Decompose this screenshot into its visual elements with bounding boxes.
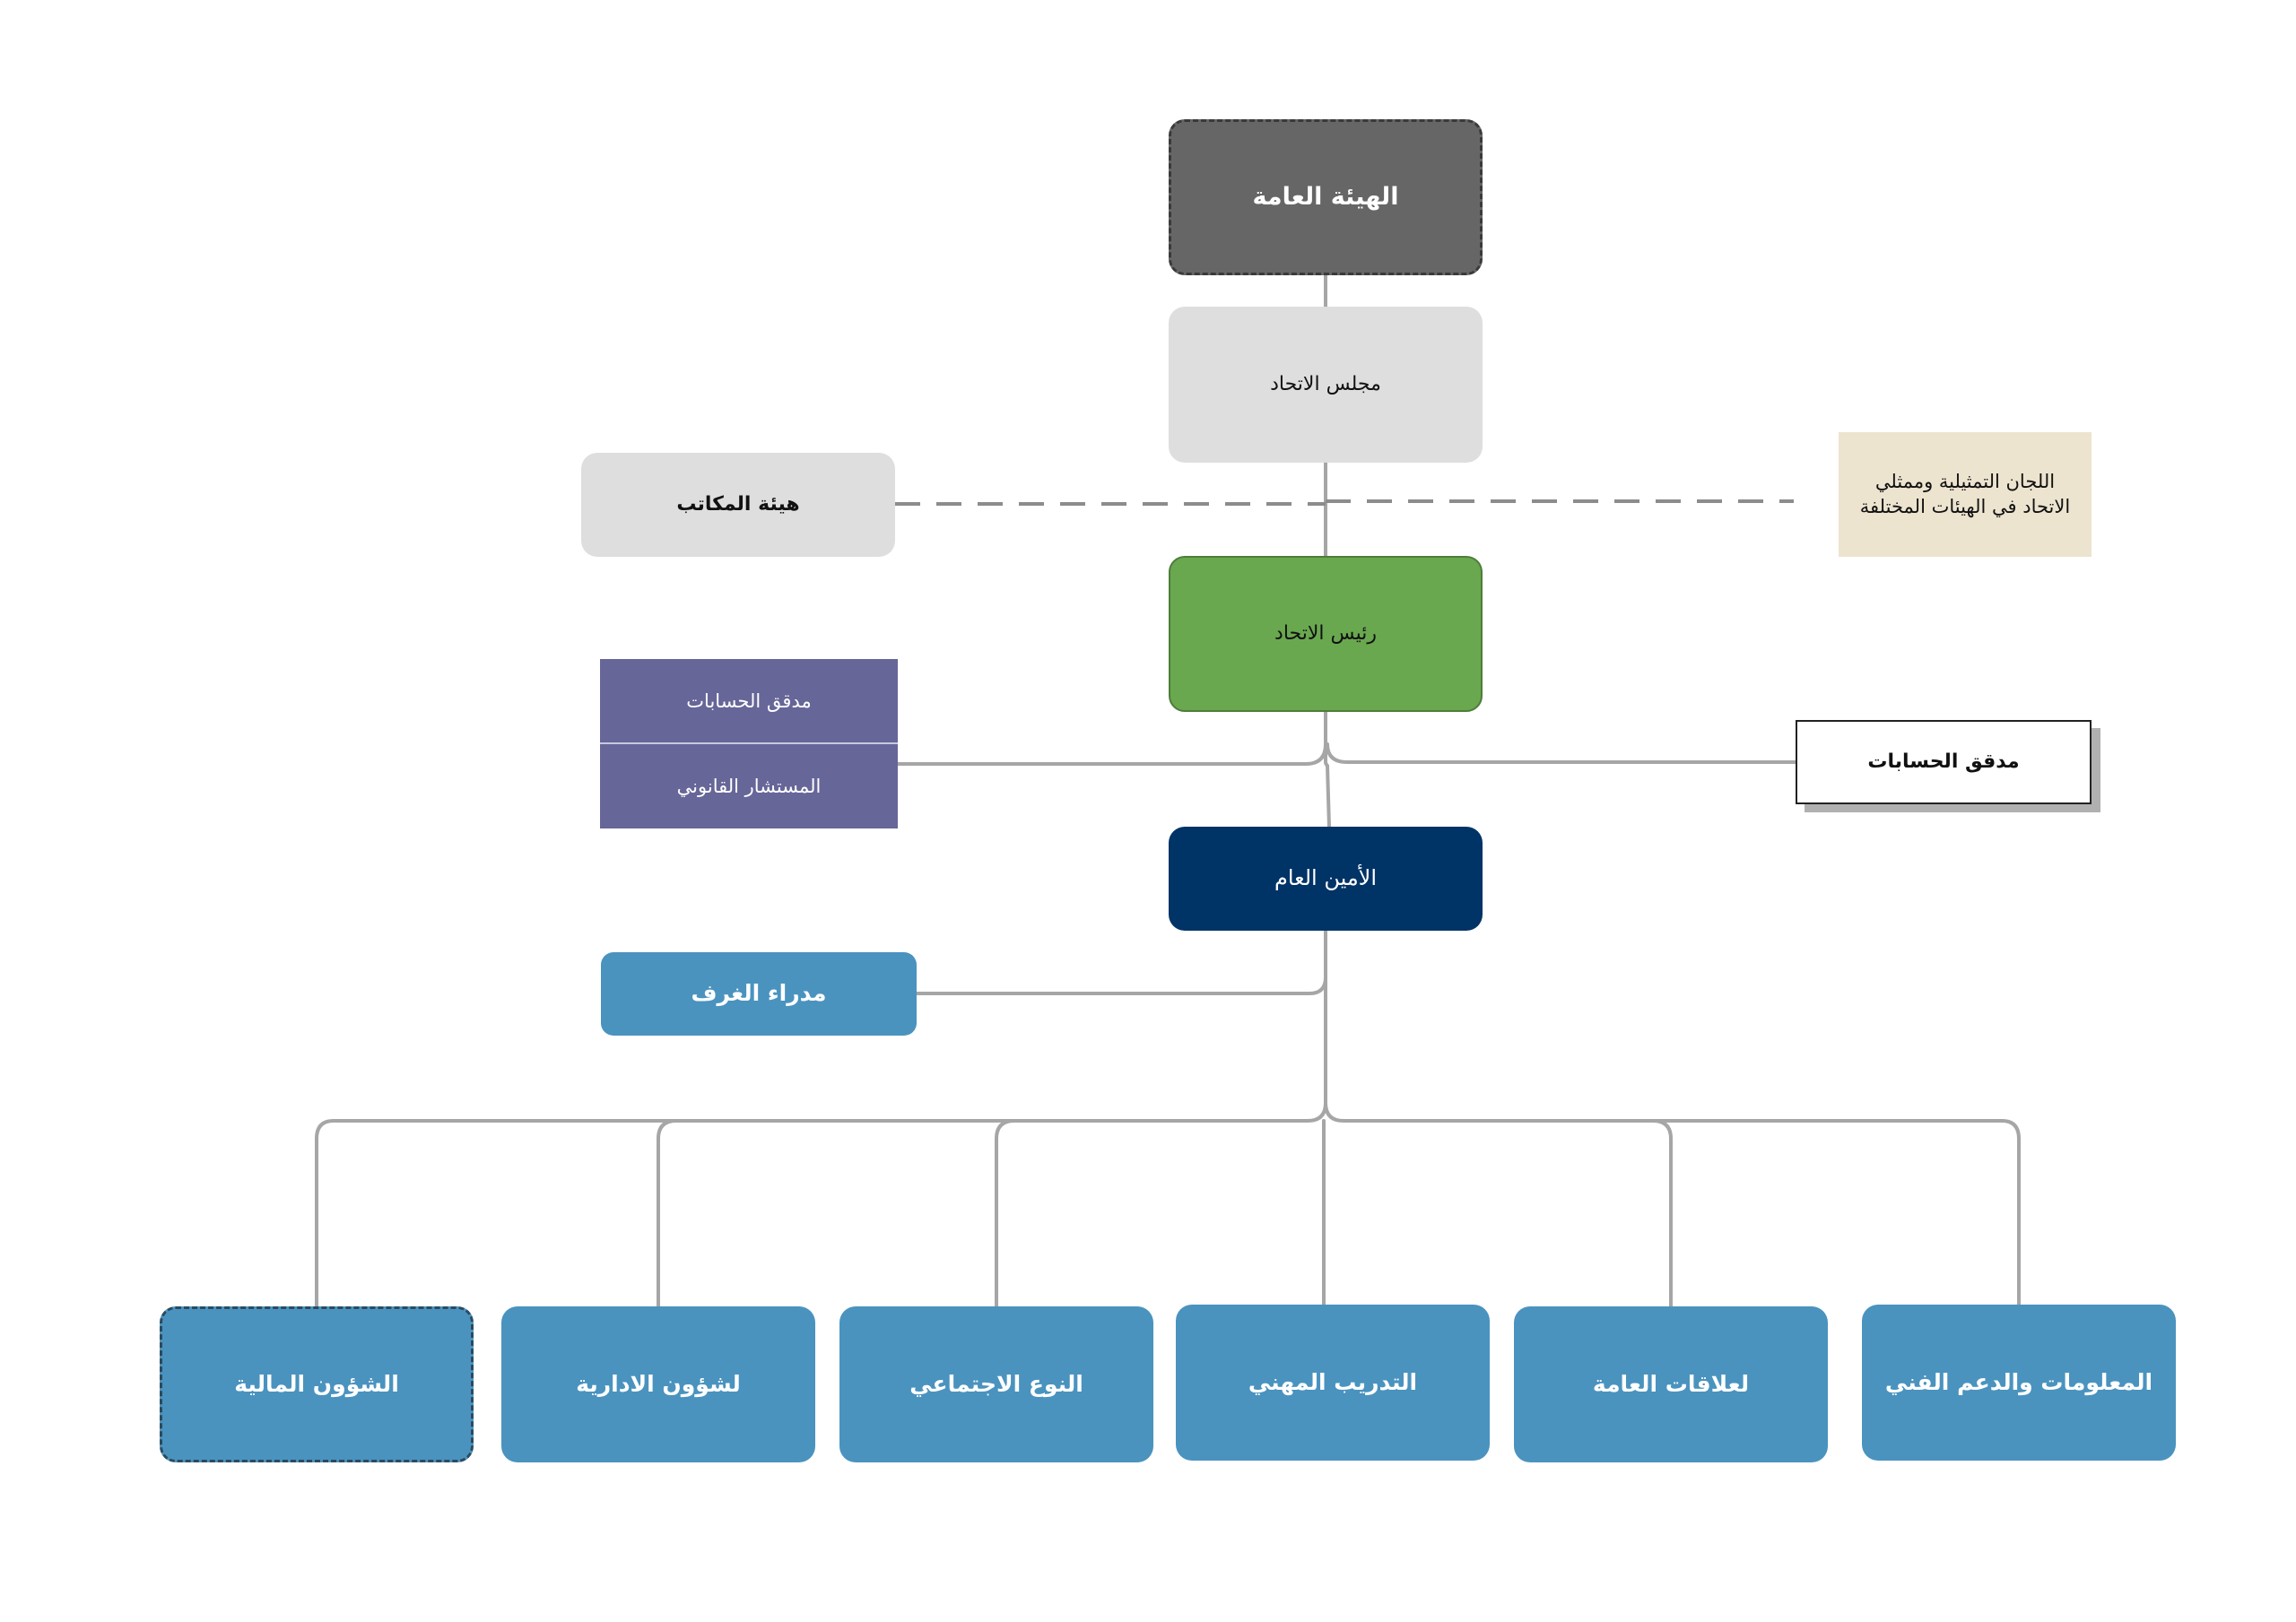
advisors-box: مدقق الحسابات المستشار القانوني [600,659,898,828]
dept-public-relations: لعلاقات العامة [1514,1306,1828,1462]
offices-board-label: هيئة المكاتب [676,492,800,516]
external-auditor-label: مدقق الحسابات [1867,750,2020,773]
dept-pr-label: لعلاقات العامة [1592,1370,1750,1397]
union-council-label: مجلس الاتحاد [1270,372,1381,395]
connector-to-chamber-directors [915,929,1327,995]
internal-auditor-cell: مدقق الحسابات [600,659,898,744]
dept-financial-label: الشؤون المالية [234,1370,399,1397]
external-auditor-box: مدقق الحسابات [1796,720,2092,804]
legal-advisor-label: المستشار القانوني [676,776,822,797]
connector-dept-pr [1651,1119,1673,1308]
dept-vocational-training: التدريب المهني [1176,1305,1490,1461]
internal-auditor-label: مدقق الحسابات [686,690,812,712]
chamber-directors-box: مدراء الغرف [601,952,917,1036]
connector-dept-gender [995,1119,1016,1308]
dept-admin-label: لشؤون الادارية [576,1370,741,1397]
offices-board-box: هيئة المكاتب [581,453,895,557]
dept-gender-label: النوع الاجتماعي [909,1370,1083,1397]
secretary-general-label: الأمين العام [1274,865,1378,891]
connector-dept-admin [657,1119,678,1308]
general-assembly-box: الهيئة العامة [1169,119,1483,275]
representative-committees-label: اللجان التمثيلية وممثلي الاتحاد في الهيئ… [1859,471,2071,517]
dept-gender: النوع الاجتماعي [839,1306,1153,1462]
dept-information-technical-support: المعلومات والدعم الفني [1862,1305,2176,1461]
union-council-box: مجلس الاتحاد [1169,307,1483,463]
general-assembly-label: الهيئة العامة [1252,183,1399,212]
dept-financial-affairs: الشؤون المالية [160,1306,474,1462]
dept-administrative-affairs: لشؤون الادارية [501,1306,815,1462]
union-president-label: رئيس الاتحاد [1274,621,1377,645]
legal-advisor-cell: المستشار القانوني [600,744,898,828]
dept-training-label: التدريب المهني [1248,1368,1418,1395]
chamber-directors-label: مدراء الغرف [691,980,827,1007]
connector-to-external-auditor [1326,742,1797,764]
representative-committees-box: اللجان التمثيلية وممثلي الاتحاد في الهيئ… [1839,432,2092,557]
connector-bus-right [1324,1101,2021,1306]
dept-it-label: المعلومات والدعم الفني [1884,1368,2153,1395]
union-president-box: رئيس الاتحاد [1169,556,1483,712]
connector-president-secretary [1324,710,1331,828]
connector-to-advisors [896,742,1327,766]
connector-bus-left [315,1101,1327,1308]
secretary-general-box: الأمين العام [1169,827,1483,931]
